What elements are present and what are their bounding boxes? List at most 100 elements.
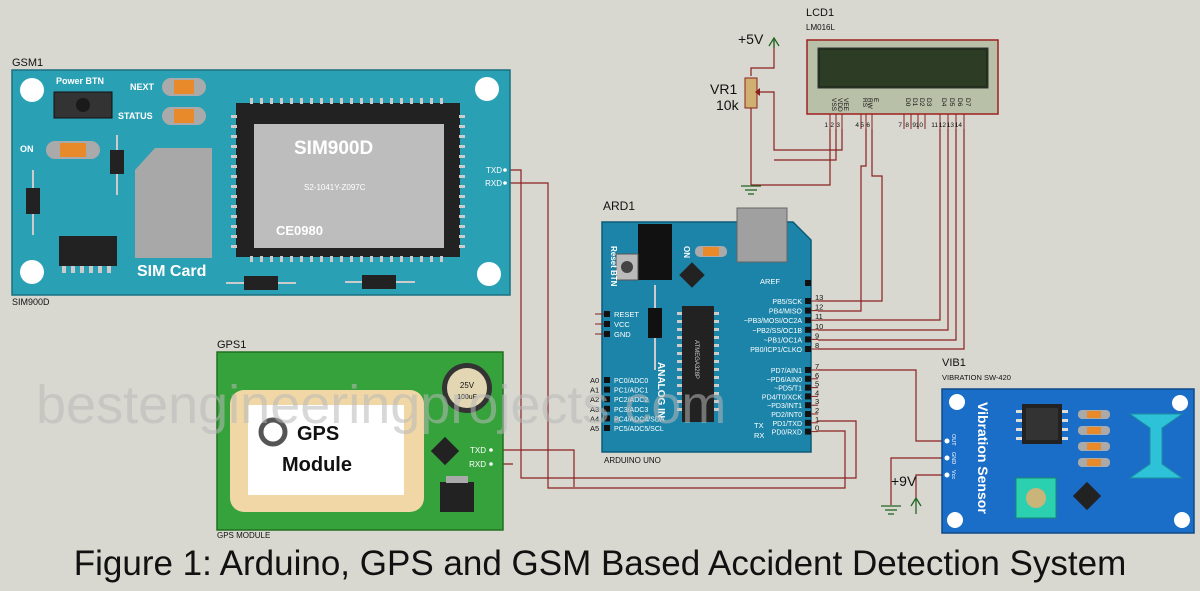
lcd-pin-number: 9 xyxy=(912,122,916,129)
lcd-pin-name: D3 xyxy=(925,98,932,107)
lcd-pin-name: D2 xyxy=(918,98,925,107)
digital-pin-label: ~PB2/SS/OC1B xyxy=(752,328,802,335)
gps-module: GPS1 GPS MODULE GPS Module 25V 100uF TXD… xyxy=(216,339,504,540)
lcd-pin-number: 2 xyxy=(830,122,834,129)
digital-pin-number: 5 xyxy=(815,380,819,389)
analog-pin-label: PC4/ADC4/SDA xyxy=(614,416,665,423)
lcd-pin-name: D1 xyxy=(911,98,918,107)
header-pin xyxy=(805,384,811,391)
analog-pin-label: PC5/ADC5/SCL xyxy=(614,426,664,433)
chip-label: ATMEGA328P xyxy=(693,340,699,379)
digital-pin-number: 13 xyxy=(815,293,823,302)
chip-title: SIM900D xyxy=(294,138,373,159)
pot-value: 10k xyxy=(716,97,740,113)
mount-hole xyxy=(20,260,44,284)
lcd-pin-number: 10 xyxy=(916,122,924,129)
analog-pin-label: PC0/ADC0 xyxy=(614,378,648,385)
wires xyxy=(492,40,965,505)
chip-code: S2-1041Y-Z097C xyxy=(304,183,366,192)
vib-ref: VIB1 xyxy=(942,357,966,369)
header-pin xyxy=(604,311,610,317)
wire-5v xyxy=(750,40,775,76)
digital-pin-label: ~PD6/AIN0 xyxy=(767,377,802,384)
on-label: ON xyxy=(20,144,34,154)
digital-pin-label: ~PD3/INT1 xyxy=(767,403,802,410)
header-pin xyxy=(604,425,610,431)
lcd-pin-number: 12 xyxy=(939,122,947,129)
arduino-part: ARDUINO UNO xyxy=(604,456,661,465)
potentiometer: +5V VR1 10k xyxy=(710,31,764,113)
gps-title-1: GPS xyxy=(297,423,339,445)
diode xyxy=(110,150,124,174)
gps-title-2: Module xyxy=(282,454,352,476)
status-label: STATUS xyxy=(118,111,153,121)
header-pin xyxy=(604,386,610,393)
digital-pin-label: ~PB1/OC1A xyxy=(764,337,803,344)
gsm-ref: GSM1 xyxy=(12,57,43,69)
digital-pin-number: 2 xyxy=(815,406,819,415)
digital-pin-number: 3 xyxy=(815,397,819,406)
lcd-pin-name: D7 xyxy=(964,98,971,107)
pin-label: GND xyxy=(614,330,631,339)
supply-arrows xyxy=(768,36,922,514)
header-pin xyxy=(604,377,610,383)
analog-pin-number: A1 xyxy=(590,386,599,395)
analog-pin-number: A3 xyxy=(590,405,599,414)
wire-gps-txd xyxy=(492,449,575,487)
atmega-chip xyxy=(682,306,714,422)
wire-vib-gnd xyxy=(890,457,947,505)
lcd-pin-name: D4 xyxy=(940,98,947,107)
rx-label: RX xyxy=(754,431,764,440)
watermark: bestengineeringprojects.com xyxy=(36,375,726,435)
lcd-pin-name: D6 xyxy=(956,98,963,107)
vib-part: VIBRATION SW-420 xyxy=(942,373,1011,382)
analog-pin-number: A5 xyxy=(590,424,599,433)
resistors xyxy=(1078,410,1110,467)
lcd-pin-name: RS xyxy=(861,98,868,108)
vib-out-label: OUT xyxy=(950,434,956,446)
power-jack xyxy=(638,224,672,280)
header-pin xyxy=(805,411,811,417)
wire-lcd-d7 xyxy=(818,129,965,350)
lcd-pin-name: D5 xyxy=(948,98,955,107)
pin-label: RESET xyxy=(614,310,639,319)
analog-pin-label: PC1/ADC1 xyxy=(614,388,648,395)
vib-transistor xyxy=(1072,481,1102,511)
lcd-pin-name: RW xyxy=(866,98,873,110)
gps-ref: GPS1 xyxy=(217,339,246,351)
digital-pin-label: PB0/ICP1/CLKO xyxy=(750,347,802,354)
lcd-part: LM016L xyxy=(806,23,835,32)
digital-pin-label: PB5/SCK xyxy=(772,299,802,306)
wire-vss xyxy=(751,129,831,186)
header-pin xyxy=(805,428,811,435)
analog-pin-label: PC2/ADC2 xyxy=(614,397,648,404)
tx-label: TX xyxy=(754,421,764,430)
next-label: NEXT xyxy=(130,82,155,92)
sensitivity-pot[interactable] xyxy=(1015,477,1057,519)
digital-pin-label: ~PD5/T1 xyxy=(774,386,802,393)
header-pin xyxy=(604,321,610,327)
digital-pin-number: 0 xyxy=(815,424,819,433)
vibration-switch xyxy=(1128,413,1184,479)
lcd-pin-name: VEE xyxy=(842,98,849,112)
lcd-ref: LCD1 xyxy=(806,7,834,19)
header-pin xyxy=(805,317,811,324)
chip-ce: CE0980 xyxy=(276,223,323,238)
analog-pin-number: A2 xyxy=(590,395,599,404)
mount-hole xyxy=(477,262,501,286)
vibration-sensor: VIB1 VIBRATION SW-420 Vibration Sensor O… xyxy=(891,357,1195,534)
diode xyxy=(362,275,396,289)
gps-regulator xyxy=(440,482,474,512)
vib-title: Vibration Sensor xyxy=(975,402,991,514)
pot-wiper xyxy=(755,88,760,96)
digital-pin-number: 7 xyxy=(815,362,819,371)
wire-pot-wiper xyxy=(760,91,843,151)
arduino-uno: ARD1 Reset BTN ON ATMEGA328P ANALOG IN A… xyxy=(590,199,823,465)
power-btn-label: Power BTN xyxy=(56,76,104,86)
lcd-pin-number: 11 xyxy=(931,122,938,129)
gps-rxd-label: RXD xyxy=(469,460,486,469)
mount-hole xyxy=(475,77,499,101)
header-pin xyxy=(805,375,811,382)
